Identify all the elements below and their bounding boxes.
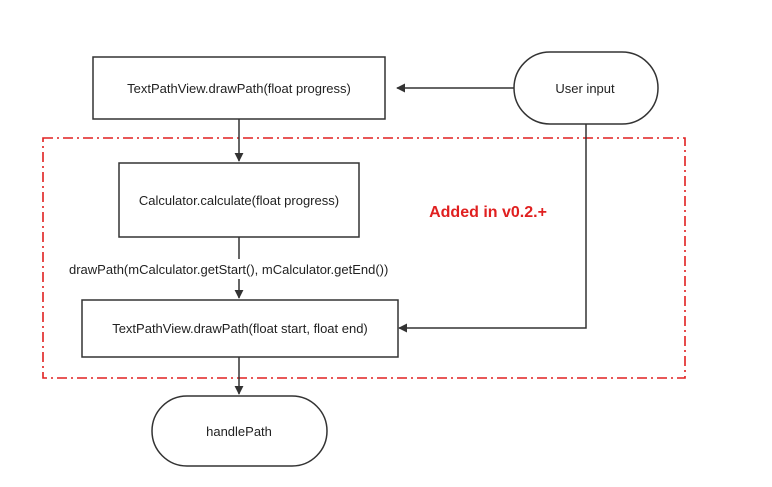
node-user-input: User input — [513, 51, 659, 125]
node-draw-path-start-end-label: TextPathView.drawPath(float start, float… — [112, 321, 368, 336]
node-draw-path-start-end-box — [81, 299, 399, 358]
node-handle-path: handlePath — [151, 395, 328, 467]
edge-user-input-to-draw-path-start-end — [398, 121, 587, 333]
node-draw-path-progress-label: TextPathView.drawPath(float progress) — [127, 81, 351, 96]
added-region-border — [42, 137, 686, 379]
node-handle-path-label: handlePath — [206, 424, 272, 439]
node-draw-path-progress: TextPathView.drawPath(float progress) — [92, 56, 386, 120]
node-calculator-label: Calculator.calculate(float progress) — [139, 193, 339, 208]
node-handle-path-shape — [151, 395, 328, 467]
node-draw-path-start-end: TextPathView.drawPath(float start, float… — [81, 299, 399, 358]
added-in-version-note: Added in v0.2.+ — [429, 204, 547, 221]
node-user-input-shape — [513, 51, 659, 125]
node-calculator: Calculator.calculate(float progress) — [118, 162, 360, 238]
node-draw-path-progress-box — [92, 56, 386, 120]
node-user-input-label: User input — [555, 81, 615, 96]
node-calculator-box — [118, 162, 360, 238]
edge-label-background — [67, 259, 414, 279]
edge-label-draw-path-call: drawPath(mCalculator.getStart(), mCalcul… — [69, 262, 388, 277]
